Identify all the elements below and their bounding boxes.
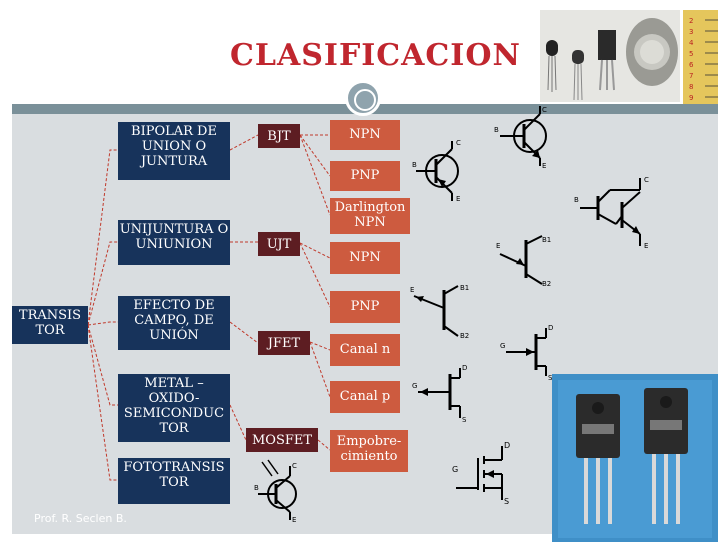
svg-text:G: G — [500, 342, 505, 350]
svg-text:C: C — [644, 176, 649, 184]
type-empobrecimiento: Empobre- cimiento — [330, 430, 408, 472]
type-ujt-npn: NPN — [330, 242, 400, 274]
svg-text:B: B — [494, 126, 499, 134]
type-canal-p: Canal p — [330, 381, 400, 413]
ujt-symbol-icon: E B1 B2 — [494, 232, 558, 288]
family-unijuntura: UNIJUNTURA O UNIUNION — [118, 220, 230, 265]
ujt-pnp-symbol-icon: E B1 B2 — [408, 282, 476, 340]
ruler-number: 8 — [689, 83, 693, 91]
acronym-jfet: JFET — [258, 331, 310, 355]
svg-text:E: E — [292, 516, 296, 524]
svg-text:S: S — [462, 416, 467, 424]
ornament-circle-icon — [345, 80, 381, 116]
acronym-bjt: BJT — [258, 124, 300, 148]
svg-text:D: D — [548, 324, 553, 332]
svg-text:B1: B1 — [460, 284, 469, 292]
ruler-number: 6 — [689, 61, 694, 69]
jfet-n-channel-symbol-icon: G D S — [496, 322, 560, 382]
ruler-number: 3 — [689, 28, 693, 36]
svg-text:C: C — [542, 106, 547, 114]
slide-title: CLASIFICACION — [230, 38, 521, 73]
svg-text:G: G — [452, 465, 458, 474]
type-canal-n: Canal n — [330, 334, 400, 366]
family-efecto-campo: EFECTO DE CAMPO, DE UNIÓN — [118, 296, 230, 350]
ruler-number: 4 — [689, 39, 694, 47]
footer-author: Prof. R. Seclen B. — [34, 512, 127, 525]
svg-text:D: D — [504, 441, 510, 450]
svg-text:E: E — [644, 242, 648, 250]
svg-text:B: B — [254, 484, 259, 492]
svg-text:D: D — [462, 364, 467, 372]
svg-text:B1: B1 — [542, 236, 551, 244]
ruler-number: 5 — [689, 50, 693, 58]
mosfet-symbol-icon: G D S — [450, 438, 522, 508]
svg-text:S: S — [548, 374, 553, 382]
ruler: 2 3 4 5 6 7 8 9 — [683, 10, 718, 104]
svg-text:G: G — [412, 382, 417, 390]
pnp-transistor-symbol-icon: B C E — [410, 135, 470, 205]
svg-text:B: B — [412, 161, 417, 169]
type-darlington: Darlington NPN — [330, 198, 410, 234]
ruler-number: 2 — [689, 17, 693, 25]
svg-text:B2: B2 — [460, 332, 469, 340]
ruler-number: 7 — [689, 72, 693, 80]
family-mos: METAL – OXIDO- SEMICONDUC TOR — [118, 374, 230, 442]
transistors-photo — [540, 10, 680, 102]
svg-text:E: E — [542, 162, 546, 170]
svg-text:E: E — [496, 242, 500, 250]
svg-text:E: E — [410, 286, 414, 294]
svg-text:B: B — [574, 196, 579, 204]
svg-text:B2: B2 — [542, 280, 551, 288]
type-pnp: PNP — [330, 161, 400, 191]
npn-transistor-symbol-icon: B C E — [492, 104, 562, 170]
svg-text:E: E — [456, 195, 460, 203]
family-bipolar: BIPOLAR DE UNION O JUNTURA — [118, 122, 230, 180]
svg-text:C: C — [292, 462, 297, 470]
power-transistors-photo — [552, 374, 718, 542]
jfet-p-channel-symbol-icon: G D S — [410, 362, 474, 424]
acronym-ujt: UJT — [258, 232, 300, 256]
type-ujt-pnp: PNP — [330, 291, 400, 323]
svg-text:S: S — [504, 497, 509, 506]
root-node: TRANSIS TOR — [12, 306, 88, 344]
ruler-number: 9 — [689, 94, 693, 102]
type-npn: NPN — [330, 120, 400, 150]
phototransistor-symbol-icon: B C E — [252, 458, 308, 524]
darlington-symbol-icon: B C E — [574, 172, 664, 252]
svg-text:C: C — [456, 139, 461, 147]
acronym-mosfet: MOSFET — [246, 428, 318, 452]
family-fototransistor: FOTOTRANSIS TOR — [118, 458, 230, 504]
